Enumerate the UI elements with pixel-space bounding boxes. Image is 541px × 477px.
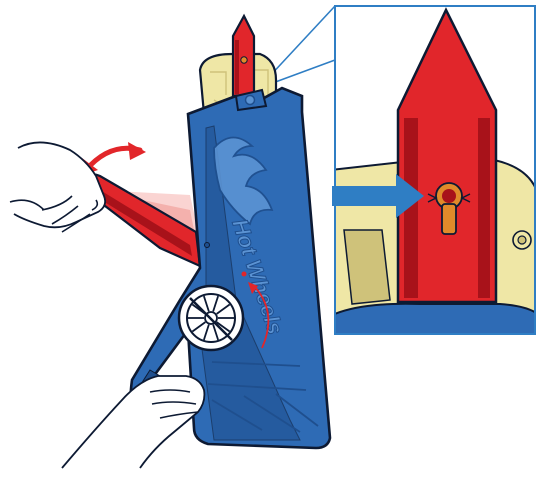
spoked-wheel-icon <box>179 286 243 350</box>
cap-screw <box>246 96 255 105</box>
pin-hole <box>241 57 247 63</box>
hand-icon <box>62 376 204 468</box>
callout-leader-lines <box>268 6 335 84</box>
red-pin-shade <box>235 40 239 94</box>
body-screw-1 <box>205 243 210 248</box>
callout-cream-details <box>344 230 390 304</box>
callout-red-pin-shade-right <box>478 118 490 298</box>
hand-icon <box>10 142 105 232</box>
callout-bolt-inner <box>518 236 526 244</box>
dial-indicator-dot <box>242 272 247 277</box>
zoom-callout <box>330 6 540 340</box>
